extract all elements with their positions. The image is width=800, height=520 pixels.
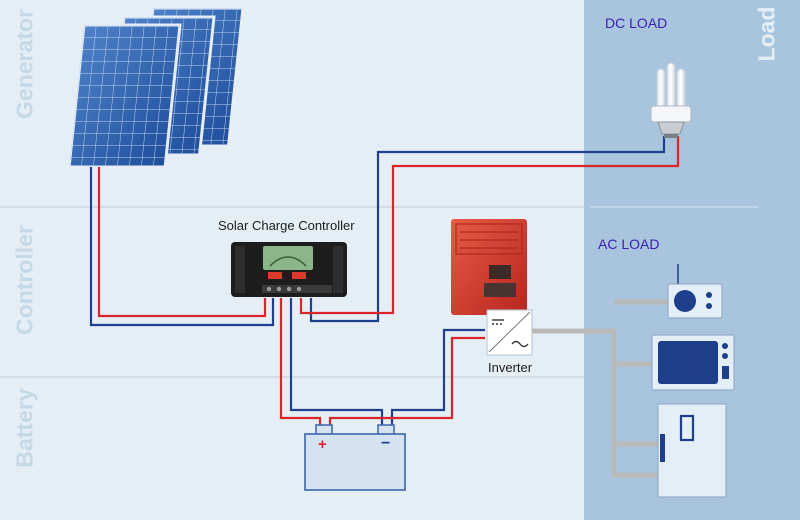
battery-negative-label: − bbox=[381, 435, 391, 452]
zone-label-generator: Generator bbox=[11, 9, 38, 119]
battery-icon bbox=[304, 424, 406, 491]
inverter-label: Inverter bbox=[488, 360, 533, 375]
inverter-icon bbox=[486, 309, 533, 356]
zone-label-battery: Battery bbox=[11, 388, 38, 468]
solar-panels-icon bbox=[67, 6, 245, 169]
ac-load-title: AC LOAD bbox=[598, 236, 660, 252]
zone-label-load: Load bbox=[753, 6, 780, 62]
charge-controller-icon bbox=[231, 242, 347, 297]
radio-icon bbox=[667, 264, 723, 319]
microwave-icon bbox=[651, 334, 735, 391]
cfl-bulb-icon bbox=[650, 62, 692, 138]
charge-controller-label: Solar Charge Controller bbox=[218, 218, 355, 233]
battery-positive-label: + bbox=[318, 436, 327, 453]
ac-wiring bbox=[532, 299, 668, 478]
mppt-unit-icon bbox=[451, 219, 527, 315]
dc-load-title: DC LOAD bbox=[605, 15, 668, 31]
refrigerator-icon bbox=[657, 403, 727, 498]
zone-label-controller: Controller bbox=[11, 225, 38, 335]
wire-positive bbox=[97, 136, 680, 428]
